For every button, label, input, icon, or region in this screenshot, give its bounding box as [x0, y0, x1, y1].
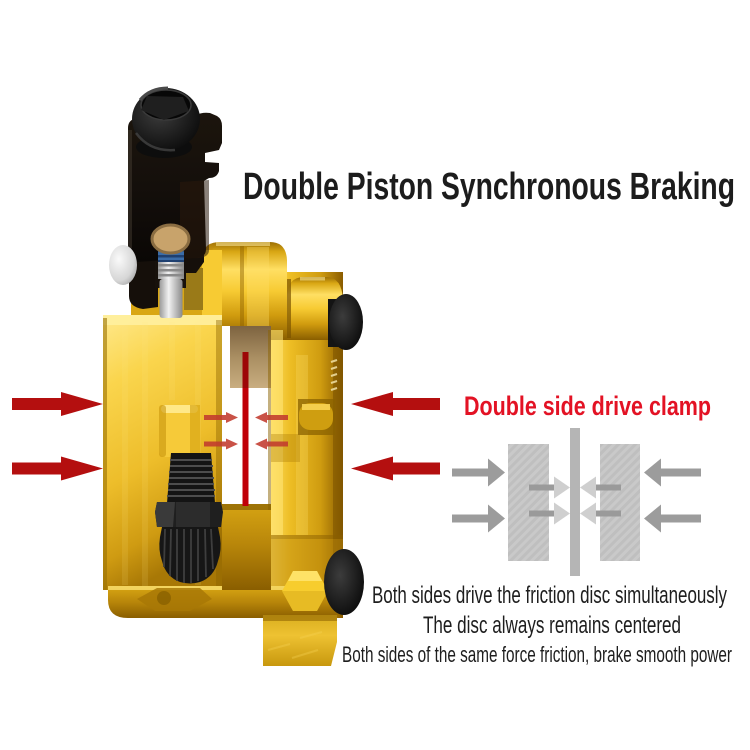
svg-text:Double side drive clamp: Double side drive clamp [464, 391, 711, 421]
svg-text:Double Piston Synchronous Brak: Double Piston Synchronous Braking [243, 166, 735, 208]
svg-text:Both sides drive the friction: Both sides drive the friction disc simul… [372, 582, 727, 609]
svg-text:The disc always remains center: The disc always remains centered [423, 612, 681, 639]
svg-text:Both sides of the same force f: Both sides of the same force friction, b… [342, 642, 732, 667]
